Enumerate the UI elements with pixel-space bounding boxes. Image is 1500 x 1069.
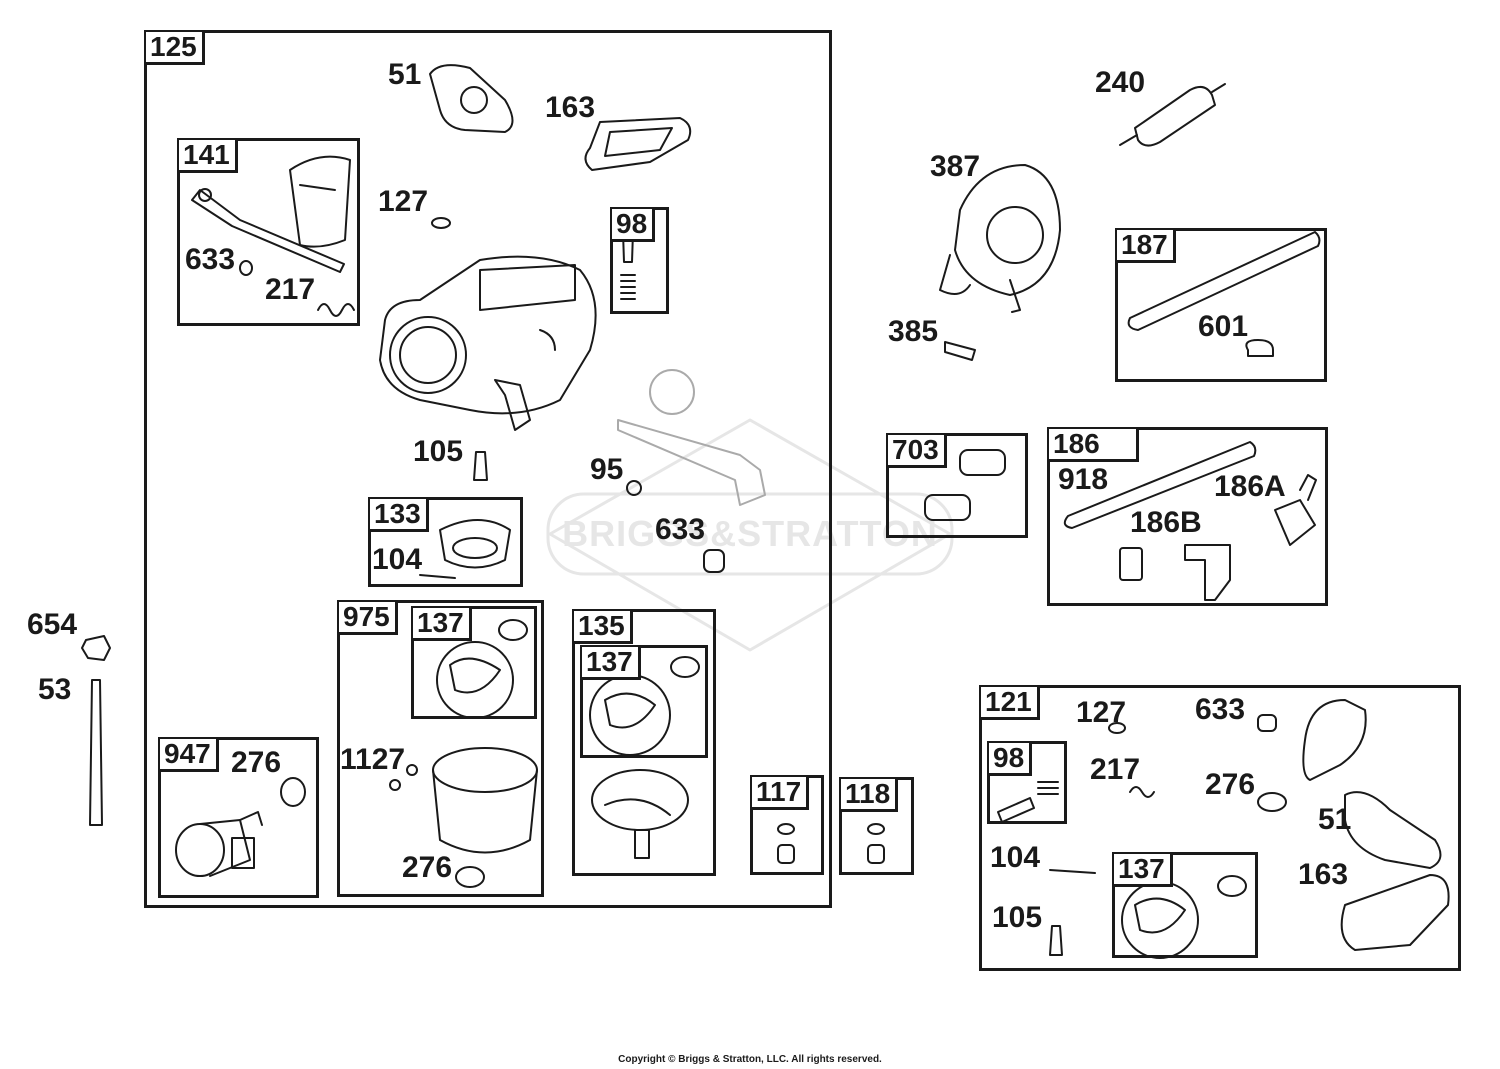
jet-118-shape bbox=[867, 823, 885, 864]
float-133-shape bbox=[439, 519, 511, 569]
throttle-shaft-shape bbox=[617, 369, 766, 506]
kit-tag-125[interactable]: 125 bbox=[146, 32, 205, 65]
fuel-line-187-shape bbox=[1127, 231, 1321, 331]
kit-box-125: 125 bbox=[144, 30, 832, 908]
kit-box-98-b: 98 bbox=[987, 741, 1067, 824]
gasket-163-shape bbox=[584, 117, 692, 171]
kit-tag-135[interactable]: 135 bbox=[574, 611, 633, 644]
part-label-127-b[interactable]: 127 bbox=[1076, 696, 1127, 729]
clamp-601-shape bbox=[1245, 339, 1274, 357]
fuel-filter-240-shape bbox=[1119, 83, 1226, 147]
part-label-163[interactable]: 163 bbox=[545, 91, 596, 124]
kit-box-703: 703 bbox=[886, 433, 1028, 538]
part-label-276-c[interactable]: 276 bbox=[1205, 768, 1256, 801]
kit-box-186: 186 bbox=[1047, 427, 1328, 606]
part-label-163-b[interactable]: 163 bbox=[1298, 858, 1349, 891]
fitting-186b-shape bbox=[1119, 547, 1143, 581]
fuel-line-918-shape bbox=[1063, 441, 1257, 529]
kit-box-117: 117 bbox=[750, 775, 824, 875]
part-label-276[interactable]: 276 bbox=[402, 851, 453, 884]
nut-654-shape bbox=[81, 635, 111, 661]
part-label-387[interactable]: 387 bbox=[930, 150, 981, 183]
part-label-633-b[interactable]: 633 bbox=[655, 513, 706, 546]
brand-watermark: BRIGGS&STRATTON bbox=[562, 513, 938, 554]
part-label-1127[interactable]: 1127 bbox=[340, 743, 406, 776]
part-label-105-b[interactable]: 105 bbox=[992, 901, 1043, 934]
carburetor-body-shape bbox=[379, 255, 597, 431]
kit-box-98: 98 bbox=[610, 207, 669, 314]
part-label-217[interactable]: 217 bbox=[265, 273, 316, 306]
watermark-diamond-shape bbox=[546, 418, 954, 652]
kit-tag-117[interactable]: 117 bbox=[752, 777, 810, 810]
part-label-633-c[interactable]: 633 bbox=[1195, 693, 1246, 726]
part-label-104[interactable]: 104 bbox=[372, 543, 423, 576]
kit-box-133: 133 bbox=[368, 497, 523, 587]
kit-box-137-b: 137 bbox=[580, 645, 708, 758]
kit-tag-947[interactable]: 947 bbox=[160, 739, 219, 772]
fitting-186a-shape bbox=[1274, 499, 1316, 546]
part-label-186a[interactable]: 186A bbox=[1214, 470, 1286, 503]
part-label-51[interactable]: 51 bbox=[388, 58, 422, 91]
part-label-240[interactable]: 240 bbox=[1095, 66, 1146, 99]
part-label-104-b[interactable]: 104 bbox=[990, 841, 1041, 874]
kit-tag-137-a[interactable]: 137 bbox=[413, 608, 472, 641]
gasket-51-shape bbox=[429, 64, 514, 133]
washer-276-shape bbox=[455, 866, 485, 888]
washer-276-b-shape bbox=[280, 777, 306, 807]
kit-box-947: 947 bbox=[158, 737, 319, 898]
bushing-633-shape bbox=[703, 549, 725, 573]
kit-box-118: 118 bbox=[839, 777, 914, 875]
solenoid-947-shape bbox=[175, 811, 263, 877]
part-label-918[interactable]: 918 bbox=[1058, 463, 1109, 496]
part-label-53[interactable]: 53 bbox=[38, 673, 72, 706]
kit-tag-118[interactable]: 118 bbox=[841, 779, 899, 812]
stud-53-shape bbox=[89, 679, 103, 826]
copyright-notice: Copyright © Briggs & Stratton, LLC. All … bbox=[618, 1054, 882, 1065]
kit-box-121: 121 bbox=[979, 685, 1461, 971]
carburetor-base-135-shape bbox=[591, 769, 689, 859]
kit-tag-98[interactable]: 98 bbox=[612, 209, 656, 242]
kit-tag-98-b[interactable]: 98 bbox=[989, 743, 1033, 776]
part-label-105[interactable]: 105 bbox=[413, 435, 464, 468]
kit-tag-137-b[interactable]: 137 bbox=[582, 647, 641, 680]
fuel-bowl-shape bbox=[432, 747, 538, 854]
part-label-127[interactable]: 127 bbox=[378, 185, 429, 218]
kit-tag-133[interactable]: 133 bbox=[370, 499, 429, 532]
kit-box-137-c: 137 bbox=[1112, 852, 1258, 958]
kit-box-135: 135 bbox=[572, 609, 716, 876]
kit-box-975: 975 bbox=[337, 600, 544, 897]
part-label-385[interactable]: 385 bbox=[888, 315, 939, 348]
gasket-51-b-shape bbox=[1344, 791, 1442, 869]
part-label-217-b[interactable]: 217 bbox=[1090, 753, 1141, 786]
part-label-601[interactable]: 601 bbox=[1198, 310, 1249, 343]
kit-tag-186[interactable]: 186 bbox=[1049, 429, 1139, 462]
kit-tag-141[interactable]: 141 bbox=[179, 140, 238, 173]
part-label-51-b[interactable]: 51 bbox=[1318, 803, 1352, 836]
needle-105-shape bbox=[473, 451, 488, 481]
kit-box-187: 187 bbox=[1115, 228, 1327, 382]
part-label-95[interactable]: 95 bbox=[590, 453, 624, 486]
screw-385-shape bbox=[944, 341, 976, 361]
kit-box-141: 141 bbox=[177, 138, 360, 326]
fuel-pump-387-shape bbox=[939, 164, 1061, 313]
kit-box-137-a: 137 bbox=[411, 606, 537, 719]
part-label-654[interactable]: 654 bbox=[27, 608, 78, 641]
kit-tag-137-c[interactable]: 137 bbox=[1114, 854, 1173, 887]
kit-tag-187[interactable]: 187 bbox=[1117, 230, 1176, 263]
jet-117-shape bbox=[777, 823, 795, 864]
kit-tag-975[interactable]: 975 bbox=[339, 602, 398, 635]
kit-tag-121[interactable]: 121 bbox=[981, 687, 1040, 720]
part-label-633[interactable]: 633 bbox=[185, 243, 236, 276]
part-label-276-b[interactable]: 276 bbox=[231, 746, 282, 779]
part-label-186b[interactable]: 186B bbox=[1130, 506, 1202, 539]
screw-95-shape bbox=[626, 480, 642, 496]
gasket-163-b-shape bbox=[1340, 874, 1450, 951]
kit-tag-703[interactable]: 703 bbox=[888, 435, 947, 468]
clip-703-shape bbox=[924, 449, 1006, 521]
choke-plate-141-shape bbox=[289, 155, 351, 248]
